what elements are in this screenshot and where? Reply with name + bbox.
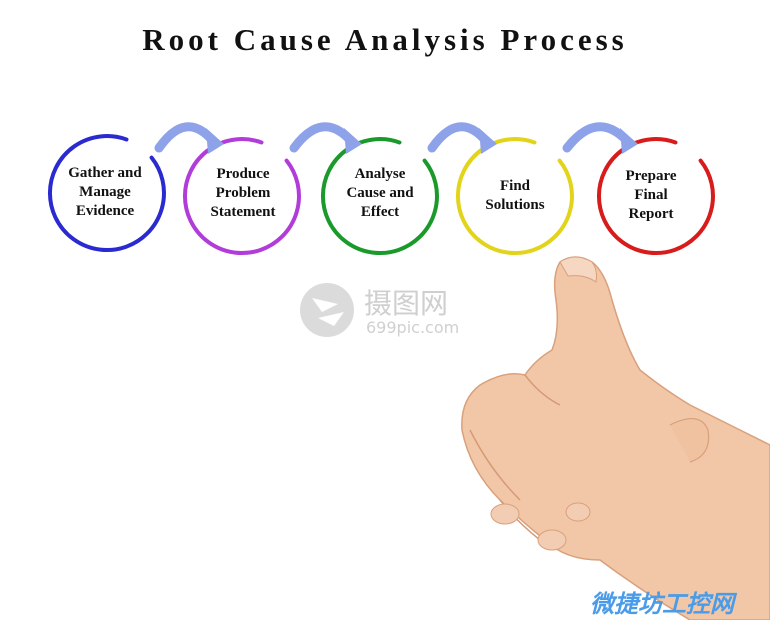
step-label-2: Produce Problem Statement	[210, 166, 276, 220]
step-label-1: Gather and Manage Evidence	[68, 165, 142, 219]
step-label-3: Analyse Cause and Effect	[346, 166, 414, 220]
connector-arrowhead-3	[479, 128, 497, 154]
step-circle-1	[48, 134, 166, 253]
connector-arrow-4	[562, 122, 631, 153]
connector-arrowhead-4	[620, 128, 638, 154]
pointing-hand-icon	[461, 256, 770, 620]
diagram-title: Root Cause Analysis Process	[142, 22, 628, 57]
connector-arrow-3	[427, 122, 490, 153]
step-label-5: Prepare Final Report	[625, 168, 677, 222]
watermark-text-en: 699pic.com	[366, 318, 460, 337]
connector-arrowhead-1	[206, 128, 224, 154]
watermark-logo-icon	[300, 283, 354, 337]
watermark-text-cn: 摄图网	[364, 287, 449, 320]
step-label-4: Find Solutions	[485, 178, 545, 213]
connector-arrow-2	[289, 122, 355, 153]
connector-arrows	[154, 122, 638, 154]
connector-arrow-1	[154, 122, 217, 153]
site-watermark: 微捷坊工控网	[590, 590, 734, 618]
connector-arrowhead-2	[344, 128, 362, 154]
